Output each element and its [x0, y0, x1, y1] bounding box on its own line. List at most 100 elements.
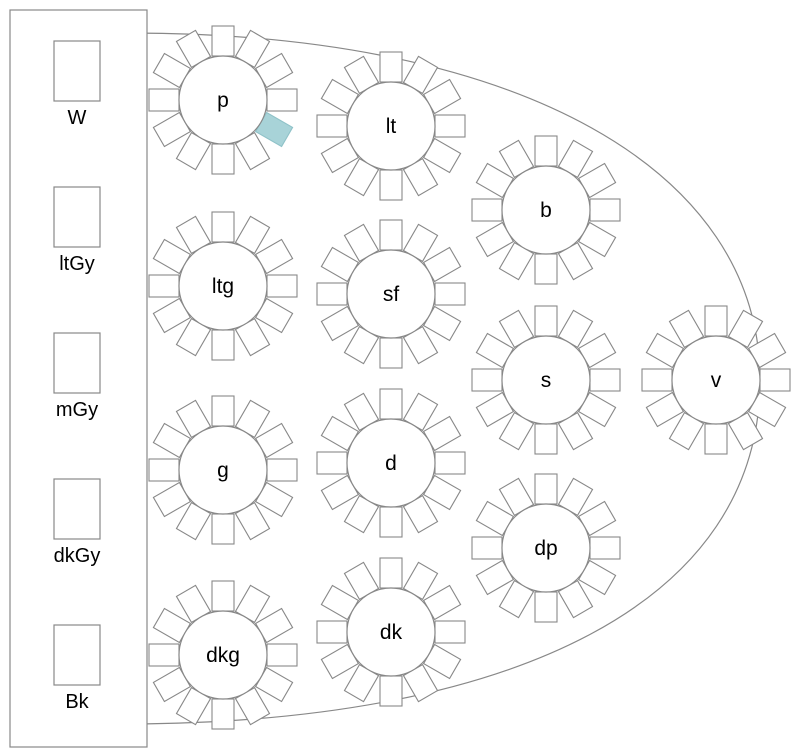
table-sf[interactable]: sf: [316, 219, 466, 369]
swatch-box[interactable]: [53, 40, 101, 102]
table-label: s: [541, 369, 552, 392]
chair[interactable]: [434, 282, 466, 306]
table-b[interactable]: b: [471, 135, 621, 285]
chair[interactable]: [148, 643, 180, 667]
chair[interactable]: [759, 368, 791, 392]
table-label: p: [217, 89, 229, 112]
table-label: dp: [534, 537, 557, 560]
table-g[interactable]: g: [148, 395, 298, 545]
table-label: g: [217, 459, 229, 482]
table-label: dkg: [206, 644, 240, 667]
table-label: v: [711, 369, 722, 392]
chair[interactable]: [266, 458, 298, 482]
chair[interactable]: [211, 143, 235, 175]
chair[interactable]: [211, 513, 235, 545]
chair[interactable]: [379, 675, 403, 707]
table-label: dk: [380, 621, 403, 644]
table-ltg[interactable]: ltg: [148, 211, 298, 361]
chair[interactable]: [379, 169, 403, 201]
chair[interactable]: [704, 305, 728, 337]
chair[interactable]: [211, 211, 235, 243]
chair[interactable]: [211, 580, 235, 612]
chair[interactable]: [589, 198, 621, 222]
chair[interactable]: [704, 423, 728, 455]
chair[interactable]: [266, 88, 298, 112]
swatch-box[interactable]: [53, 186, 101, 248]
table-top[interactable]: [346, 81, 436, 171]
chair[interactable]: [211, 395, 235, 427]
chair[interactable]: [641, 368, 673, 392]
table-label: lt: [386, 115, 397, 138]
table-top[interactable]: [346, 249, 436, 339]
sidebar-item-mgy[interactable]: mGy: [53, 332, 101, 421]
table-top[interactable]: [671, 335, 761, 425]
table-top[interactable]: [501, 165, 591, 255]
table-dp[interactable]: dp: [471, 473, 621, 623]
sidebar-item-dkgy[interactable]: dkGy: [53, 478, 101, 567]
chair[interactable]: [379, 506, 403, 538]
chair[interactable]: [471, 198, 503, 222]
swatch-box[interactable]: [53, 332, 101, 394]
chair[interactable]: [379, 337, 403, 369]
table-dk[interactable]: dk: [316, 557, 466, 707]
table-top[interactable]: [178, 425, 268, 515]
table-label: sf: [383, 283, 400, 306]
chair[interactable]: [148, 88, 180, 112]
chair[interactable]: [534, 305, 558, 337]
chair[interactable]: [379, 557, 403, 589]
chair[interactable]: [379, 388, 403, 420]
chair[interactable]: [316, 620, 348, 644]
chair[interactable]: [316, 282, 348, 306]
table-top[interactable]: [501, 503, 591, 593]
table-top[interactable]: [178, 610, 268, 700]
chair[interactable]: [534, 473, 558, 505]
chair[interactable]: [379, 219, 403, 251]
table-s[interactable]: s: [471, 305, 621, 455]
sidebar-item-label: Bk: [65, 691, 89, 713]
table-top[interactable]: [346, 418, 436, 508]
table-top[interactable]: [501, 335, 591, 425]
sidebar-item-label: mGy: [56, 399, 98, 421]
chair[interactable]: [534, 423, 558, 455]
chair[interactable]: [211, 698, 235, 730]
chair[interactable]: [316, 114, 348, 138]
chair[interactable]: [316, 451, 348, 475]
table-p[interactable]: p: [148, 25, 298, 175]
chair[interactable]: [148, 274, 180, 298]
table-label: b: [540, 199, 552, 222]
sidebar-item-bk[interactable]: Bk: [53, 624, 101, 713]
table-label: d: [385, 452, 397, 475]
table-top[interactable]: [178, 55, 268, 145]
chair[interactable]: [266, 643, 298, 667]
chair[interactable]: [211, 329, 235, 361]
swatch-box[interactable]: [53, 624, 101, 686]
chair[interactable]: [534, 591, 558, 623]
chair[interactable]: [471, 368, 503, 392]
chair[interactable]: [534, 253, 558, 285]
sidebar-item-label: ltGy: [59, 253, 95, 275]
chair[interactable]: [434, 114, 466, 138]
sidebar-item-label: W: [68, 107, 87, 129]
chair[interactable]: [471, 536, 503, 560]
chair[interactable]: [434, 620, 466, 644]
chair[interactable]: [434, 451, 466, 475]
table-lt[interactable]: lt: [316, 51, 466, 201]
sidebar-item-ltgy[interactable]: ltGy: [53, 186, 101, 275]
chair[interactable]: [589, 536, 621, 560]
table-dkg[interactable]: dkg: [148, 580, 298, 730]
table-label: ltg: [212, 275, 234, 298]
sidebar-item-w[interactable]: W: [53, 40, 101, 129]
chair[interactable]: [148, 458, 180, 482]
table-d[interactable]: d: [316, 388, 466, 538]
chair[interactable]: [379, 51, 403, 83]
table-top[interactable]: [346, 587, 436, 677]
table-top[interactable]: [178, 241, 268, 331]
chair[interactable]: [266, 274, 298, 298]
chair[interactable]: [534, 135, 558, 167]
table-v[interactable]: v: [641, 305, 791, 455]
sidebar-item-label: dkGy: [54, 545, 101, 567]
chair[interactable]: [589, 368, 621, 392]
chair[interactable]: [211, 25, 235, 57]
swatch-box[interactable]: [53, 478, 101, 540]
